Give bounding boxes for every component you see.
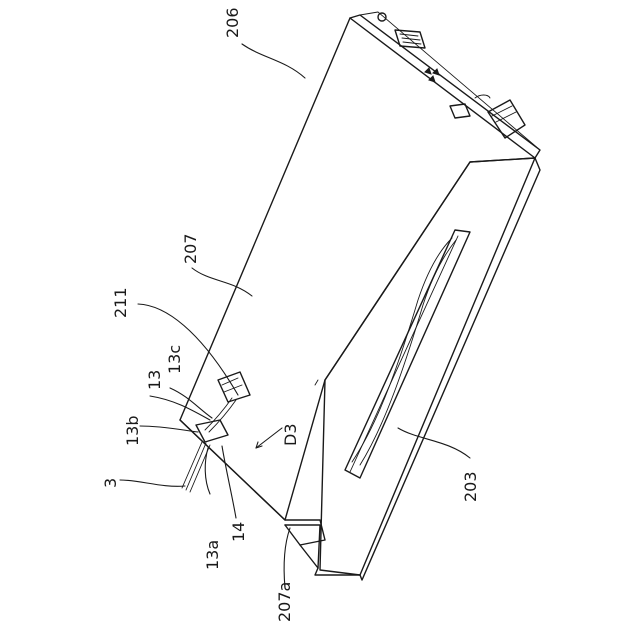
label-14: 14 [229, 522, 248, 542]
front-face-203 [320, 158, 535, 575]
label-206: 206 [223, 7, 242, 38]
label-211: 211 [111, 287, 130, 318]
side-window [345, 230, 470, 478]
label-207: 207 [181, 233, 200, 264]
label-13b: 13b [123, 415, 142, 446]
leader-lines [120, 44, 470, 588]
label-13c: 13c [165, 345, 184, 374]
connector-cable [205, 398, 236, 432]
label-207a: 207a [275, 582, 294, 622]
connector-box-13c [218, 372, 250, 402]
label-3: 3 [101, 478, 120, 488]
label-203: 203 [461, 471, 480, 502]
fastener-bolt [378, 13, 386, 21]
label-13: 13 [145, 370, 164, 390]
harness-wires-3 [182, 442, 210, 492]
label-13a: 13a [203, 540, 222, 570]
label-D3: D3 [281, 424, 300, 447]
top-cover-207 [180, 18, 535, 520]
battery-module-housing [180, 15, 540, 580]
